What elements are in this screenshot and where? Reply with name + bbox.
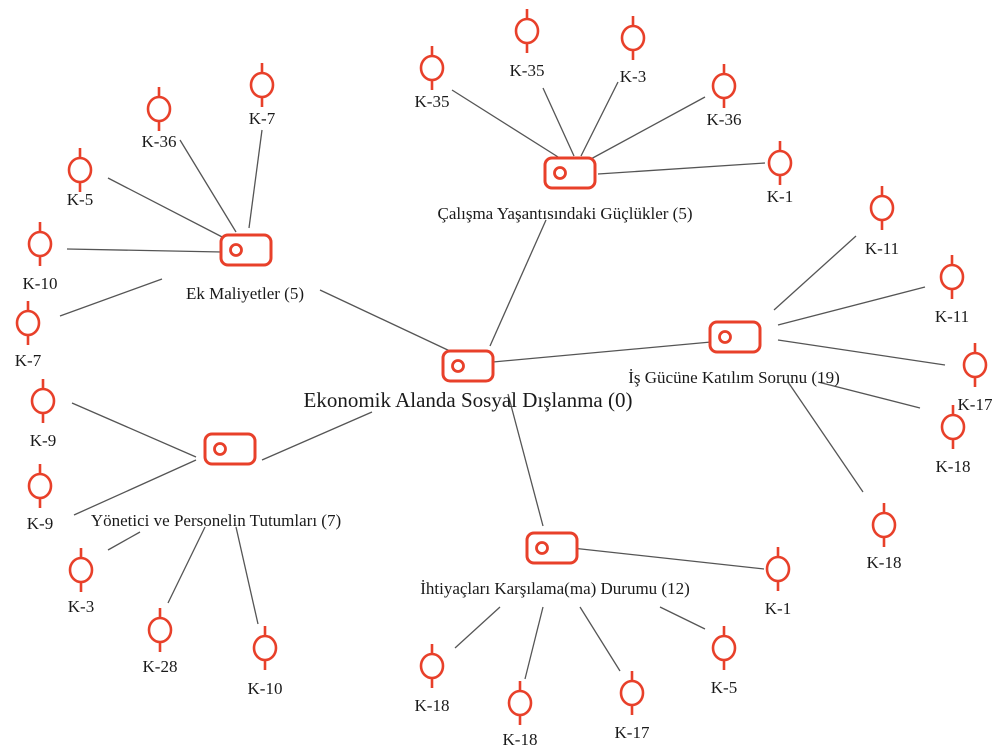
code-pin-icon-yonetici-0[interactable] — [30, 379, 56, 423]
code-pin-icon-ek-1[interactable] — [249, 63, 275, 107]
edge-ihtiyac-code-0 — [571, 547, 765, 570]
edge-yonetici-code-1 — [73, 459, 197, 516]
code-pin-icon-calisma-0[interactable] — [419, 46, 445, 90]
code-label-calisma-3: K-36 — [707, 110, 742, 129]
code-pin-icon-yonetici-1[interactable] — [27, 464, 53, 508]
code-pin-icon-calisma-1[interactable] — [514, 9, 540, 53]
code-label-ek-1: K-7 — [249, 109, 276, 128]
edge-isgucu-code-4 — [787, 381, 864, 493]
code-pin-icon-yonetici-4[interactable] — [252, 626, 278, 670]
code-label-yonetici-2: K-3 — [68, 597, 94, 616]
code-label-ek-0: K-36 — [142, 132, 177, 151]
edge-yonetici-code-3 — [167, 526, 206, 604]
code-pin-icon-calisma-3[interactable] — [711, 64, 737, 108]
edge-root-ek — [319, 289, 453, 353]
edge-calisma-code-0 — [451, 89, 567, 163]
code-label-isgucu-3: K-18 — [936, 457, 971, 476]
code-label-yonetici-0: K-9 — [30, 431, 56, 450]
code-pin-icon-ihtiyac-0[interactable] — [765, 547, 791, 591]
edge-ihtiyac-code-4 — [454, 606, 501, 649]
code-pin-icon-isgucu-3[interactable] — [940, 405, 966, 449]
edge-ek-code-4 — [59, 278, 163, 317]
edge-calisma-code-2 — [580, 81, 619, 157]
category-label-ek: Ek Maliyetler (5) — [186, 284, 304, 303]
edge-root-calisma — [489, 219, 547, 347]
code-pin-icon-ihtiyac-2[interactable] — [619, 671, 645, 715]
category-label-ihtiyac: İhtiyaçları Karşılama(ma) Durumu (12) — [420, 579, 690, 598]
code-label-ek-4: K-7 — [15, 351, 42, 370]
edge-yonetici-code-2 — [107, 531, 141, 551]
edge-ihtiyac-code-1 — [659, 606, 706, 630]
code-label-ihtiyac-0: K-1 — [765, 599, 791, 618]
category-icon-isgucu[interactable] — [708, 320, 762, 354]
nodes-layer: Ekonomik Alanda Sosyal Dışlanma (0) Çalış… — [15, 9, 993, 749]
code-label-isgucu-1: K-11 — [935, 307, 969, 326]
code-pin-icon-isgucu-2[interactable] — [962, 343, 988, 387]
edge-ek-code-3 — [66, 248, 223, 253]
edge-isgucu-code-0 — [773, 235, 857, 311]
code-pin-icon-ek-2[interactable] — [67, 148, 93, 192]
code-label-ihtiyac-2: K-17 — [615, 723, 650, 742]
code-pin-icon-calisma-2[interactable] — [620, 16, 646, 60]
code-label-ihtiyac-4: K-18 — [415, 696, 450, 715]
edge-ek-code-2 — [107, 177, 229, 241]
edge-yonetici-code-0 — [71, 402, 197, 458]
edge-isgucu-code-1 — [777, 286, 926, 326]
code-pin-icon-ihtiyac-1[interactable] — [711, 626, 737, 670]
code-label-calisma-2: K-3 — [620, 67, 646, 86]
edge-root-yonetici — [261, 411, 373, 461]
code-label-calisma-4: K-1 — [767, 187, 793, 206]
code-pin-icon-ihtiyac-4[interactable] — [419, 644, 445, 688]
category-label-yonetici: Yönetici ve Personelin Tutumları (7) — [91, 511, 341, 530]
category-label-isgucu: İş Gücüne Katılım Sorunu (19) — [628, 368, 840, 387]
edge-ihtiyac-code-2 — [579, 606, 621, 672]
category-icon-ek[interactable] — [219, 233, 273, 267]
code-label-ek-3: K-10 — [23, 274, 58, 293]
code-label-ihtiyac-3: K-18 — [503, 730, 538, 749]
edge-root-ihtiyac — [507, 393, 544, 527]
code-label-ek-2: K-5 — [67, 190, 93, 209]
code-pin-icon-ek-3[interactable] — [27, 222, 53, 266]
code-pin-icon-ihtiyac-3[interactable] — [507, 681, 533, 725]
root-category-icon[interactable] — [441, 349, 495, 383]
edge-ihtiyac-code-3 — [524, 606, 544, 680]
code-label-calisma-1: K-35 — [510, 61, 545, 80]
edge-calisma-code-3 — [588, 96, 706, 161]
edge-calisma-code-1 — [542, 87, 575, 157]
category-icon-yonetici[interactable] — [203, 432, 257, 466]
edge-ek-code-1 — [248, 129, 263, 229]
category-icon-calisma[interactable] — [543, 156, 597, 190]
edge-root-isgucu — [492, 341, 712, 363]
code-label-yonetici-3: K-28 — [143, 657, 178, 676]
code-label-calisma-0: K-35 — [415, 92, 450, 111]
code-label-isgucu-0: K-11 — [865, 239, 899, 258]
code-pin-icon-isgucu-1[interactable] — [939, 255, 965, 299]
code-label-yonetici-4: K-10 — [248, 679, 283, 698]
code-pin-icon-isgucu-0[interactable] — [869, 186, 895, 230]
code-pin-icon-isgucu-4[interactable] — [871, 503, 897, 547]
edge-isgucu-code-3 — [817, 381, 921, 409]
code-pin-icon-yonetici-2[interactable] — [68, 548, 94, 592]
code-label-isgucu-2: K-17 — [958, 395, 993, 414]
category-label-calisma: Çalışma Yaşantısındaki Güçlükler (5) — [438, 204, 693, 223]
edge-yonetici-code-4 — [235, 526, 259, 625]
edge-isgucu-code-2 — [777, 339, 946, 366]
code-label-yonetici-1: K-9 — [27, 514, 53, 533]
code-pin-icon-ek-0[interactable] — [146, 87, 172, 131]
category-icon-ihtiyac[interactable] — [525, 531, 579, 565]
code-label-isgucu-4: K-18 — [867, 553, 902, 572]
code-pin-icon-calisma-4[interactable] — [767, 141, 793, 185]
code-pin-icon-ek-4[interactable] — [15, 301, 41, 345]
edge-calisma-code-4 — [597, 162, 766, 175]
root-label: Ekonomik Alanda Sosyal Dışlanma (0) — [304, 388, 633, 412]
edges-layer — [59, 81, 946, 680]
code-pin-icon-yonetici-3[interactable] — [147, 608, 173, 652]
edge-ek-code-0 — [179, 139, 237, 233]
code-label-ihtiyac-1: K-5 — [711, 678, 737, 697]
